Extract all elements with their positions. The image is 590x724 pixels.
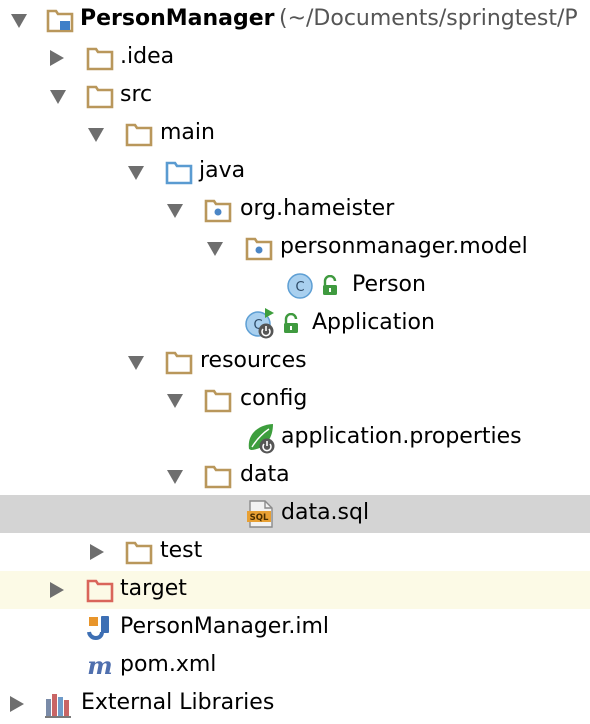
- tree-item-label: test: [160, 538, 203, 563]
- folder-icon: [204, 465, 232, 489]
- tree-row-personmanager-iml[interactable]: PersonManager.iml: [0, 609, 590, 647]
- folder-icon: [204, 389, 232, 413]
- collapse-arrow-icon[interactable]: [128, 166, 144, 180]
- tree-row-pom-xml[interactable]: m pom.xml: [0, 647, 590, 685]
- unlocked-icon: [284, 313, 298, 333]
- tree-item-label: pom.xml: [120, 652, 217, 677]
- project-path: (~/Documents/springtest/P: [279, 6, 578, 31]
- tree-item-label: application.properties: [281, 424, 522, 449]
- tree-row-application-properties[interactable]: application.properties: [0, 419, 590, 457]
- iml-file-icon: [87, 616, 109, 640]
- tree-row-org-hameister[interactable]: org.hameister: [0, 191, 590, 229]
- tree-row-application[interactable]: C Application: [0, 305, 590, 343]
- sql-file-icon: SQL: [247, 500, 273, 528]
- tree-row-idea[interactable]: .idea: [0, 39, 590, 77]
- svg-text:m: m: [87, 653, 112, 679]
- expand-arrow-icon[interactable]: [50, 582, 64, 598]
- tree-item-label: resources: [200, 348, 307, 373]
- tree-item-label: data.sql: [281, 500, 370, 525]
- folder-icon: [165, 351, 193, 375]
- spring-boot-class-icon: C: [245, 308, 274, 339]
- project-name: PersonManager: [80, 6, 275, 31]
- source-folder-icon: [165, 161, 193, 185]
- tree-row-target[interactable]: target: [0, 571, 590, 609]
- tree-item-label: Person: [352, 272, 426, 297]
- unlocked-icon: [323, 275, 337, 295]
- collapse-arrow-icon[interactable]: [50, 90, 66, 104]
- svg-text:C: C: [295, 280, 304, 295]
- tree-row-data[interactable]: data: [0, 457, 590, 495]
- package-icon: [245, 237, 273, 261]
- tree-row-config[interactable]: config: [0, 381, 590, 419]
- tree-item-label: data: [240, 462, 290, 487]
- tree-row-main[interactable]: main: [0, 115, 590, 153]
- tree-item-label: org.hameister: [240, 196, 395, 221]
- maven-icon: m: [87, 653, 112, 679]
- tree-row-test[interactable]: test: [0, 533, 590, 571]
- tree-item-label: java: [199, 158, 246, 183]
- tree-item-label: .idea: [120, 44, 175, 69]
- collapse-arrow-icon[interactable]: [207, 242, 223, 256]
- project-folder-icon: [46, 9, 74, 33]
- tree-row-external-libraries[interactable]: External Libraries: [0, 685, 590, 723]
- folder-icon: [125, 541, 153, 565]
- tree-item-label: Application: [312, 310, 435, 335]
- tree-item-label: target: [120, 576, 187, 601]
- folder-icon: [86, 47, 114, 71]
- collapse-arrow-icon[interactable]: [128, 356, 144, 370]
- expand-arrow-icon[interactable]: [10, 696, 24, 712]
- tree-item-label: personmanager.model: [280, 234, 528, 259]
- expand-arrow-icon[interactable]: [90, 544, 104, 560]
- tree-item-label: config: [240, 386, 308, 411]
- excluded-folder-icon: [86, 579, 114, 603]
- folder-icon: [125, 123, 153, 147]
- tree-item-label: PersonManager.iml: [120, 614, 329, 639]
- collapse-arrow-icon[interactable]: [167, 204, 183, 218]
- tree-row-person[interactable]: C Person: [0, 267, 590, 305]
- tree-row-java[interactable]: java: [0, 153, 590, 191]
- tree-row-src[interactable]: src: [0, 77, 590, 115]
- collapse-arrow-icon[interactable]: [167, 394, 183, 408]
- expand-arrow-icon[interactable]: [50, 50, 64, 66]
- tree-row-data-sql[interactable]: SQL data.sql: [0, 495, 590, 533]
- collapse-arrow-icon[interactable]: [11, 14, 27, 28]
- package-icon: [204, 199, 232, 223]
- tree-item-label: main: [160, 120, 215, 145]
- svg-text:C: C: [253, 318, 262, 333]
- tree-item-label: src: [120, 82, 153, 107]
- tree-row-project-root[interactable]: PersonManager (~/Documents/springtest/P: [0, 1, 590, 39]
- collapse-arrow-icon[interactable]: [167, 470, 183, 484]
- svg-text:SQL: SQL: [250, 513, 269, 523]
- tree-row-personmanager-model[interactable]: personmanager.model: [0, 229, 590, 267]
- libraries-icon: [45, 694, 71, 718]
- tree-row-resources[interactable]: resources: [0, 343, 590, 381]
- tree-item-label: External Libraries: [81, 690, 275, 715]
- class-icon: C: [287, 273, 313, 299]
- spring-properties-icon: [248, 424, 275, 454]
- folder-icon: [86, 85, 114, 109]
- collapse-arrow-icon[interactable]: [88, 128, 104, 142]
